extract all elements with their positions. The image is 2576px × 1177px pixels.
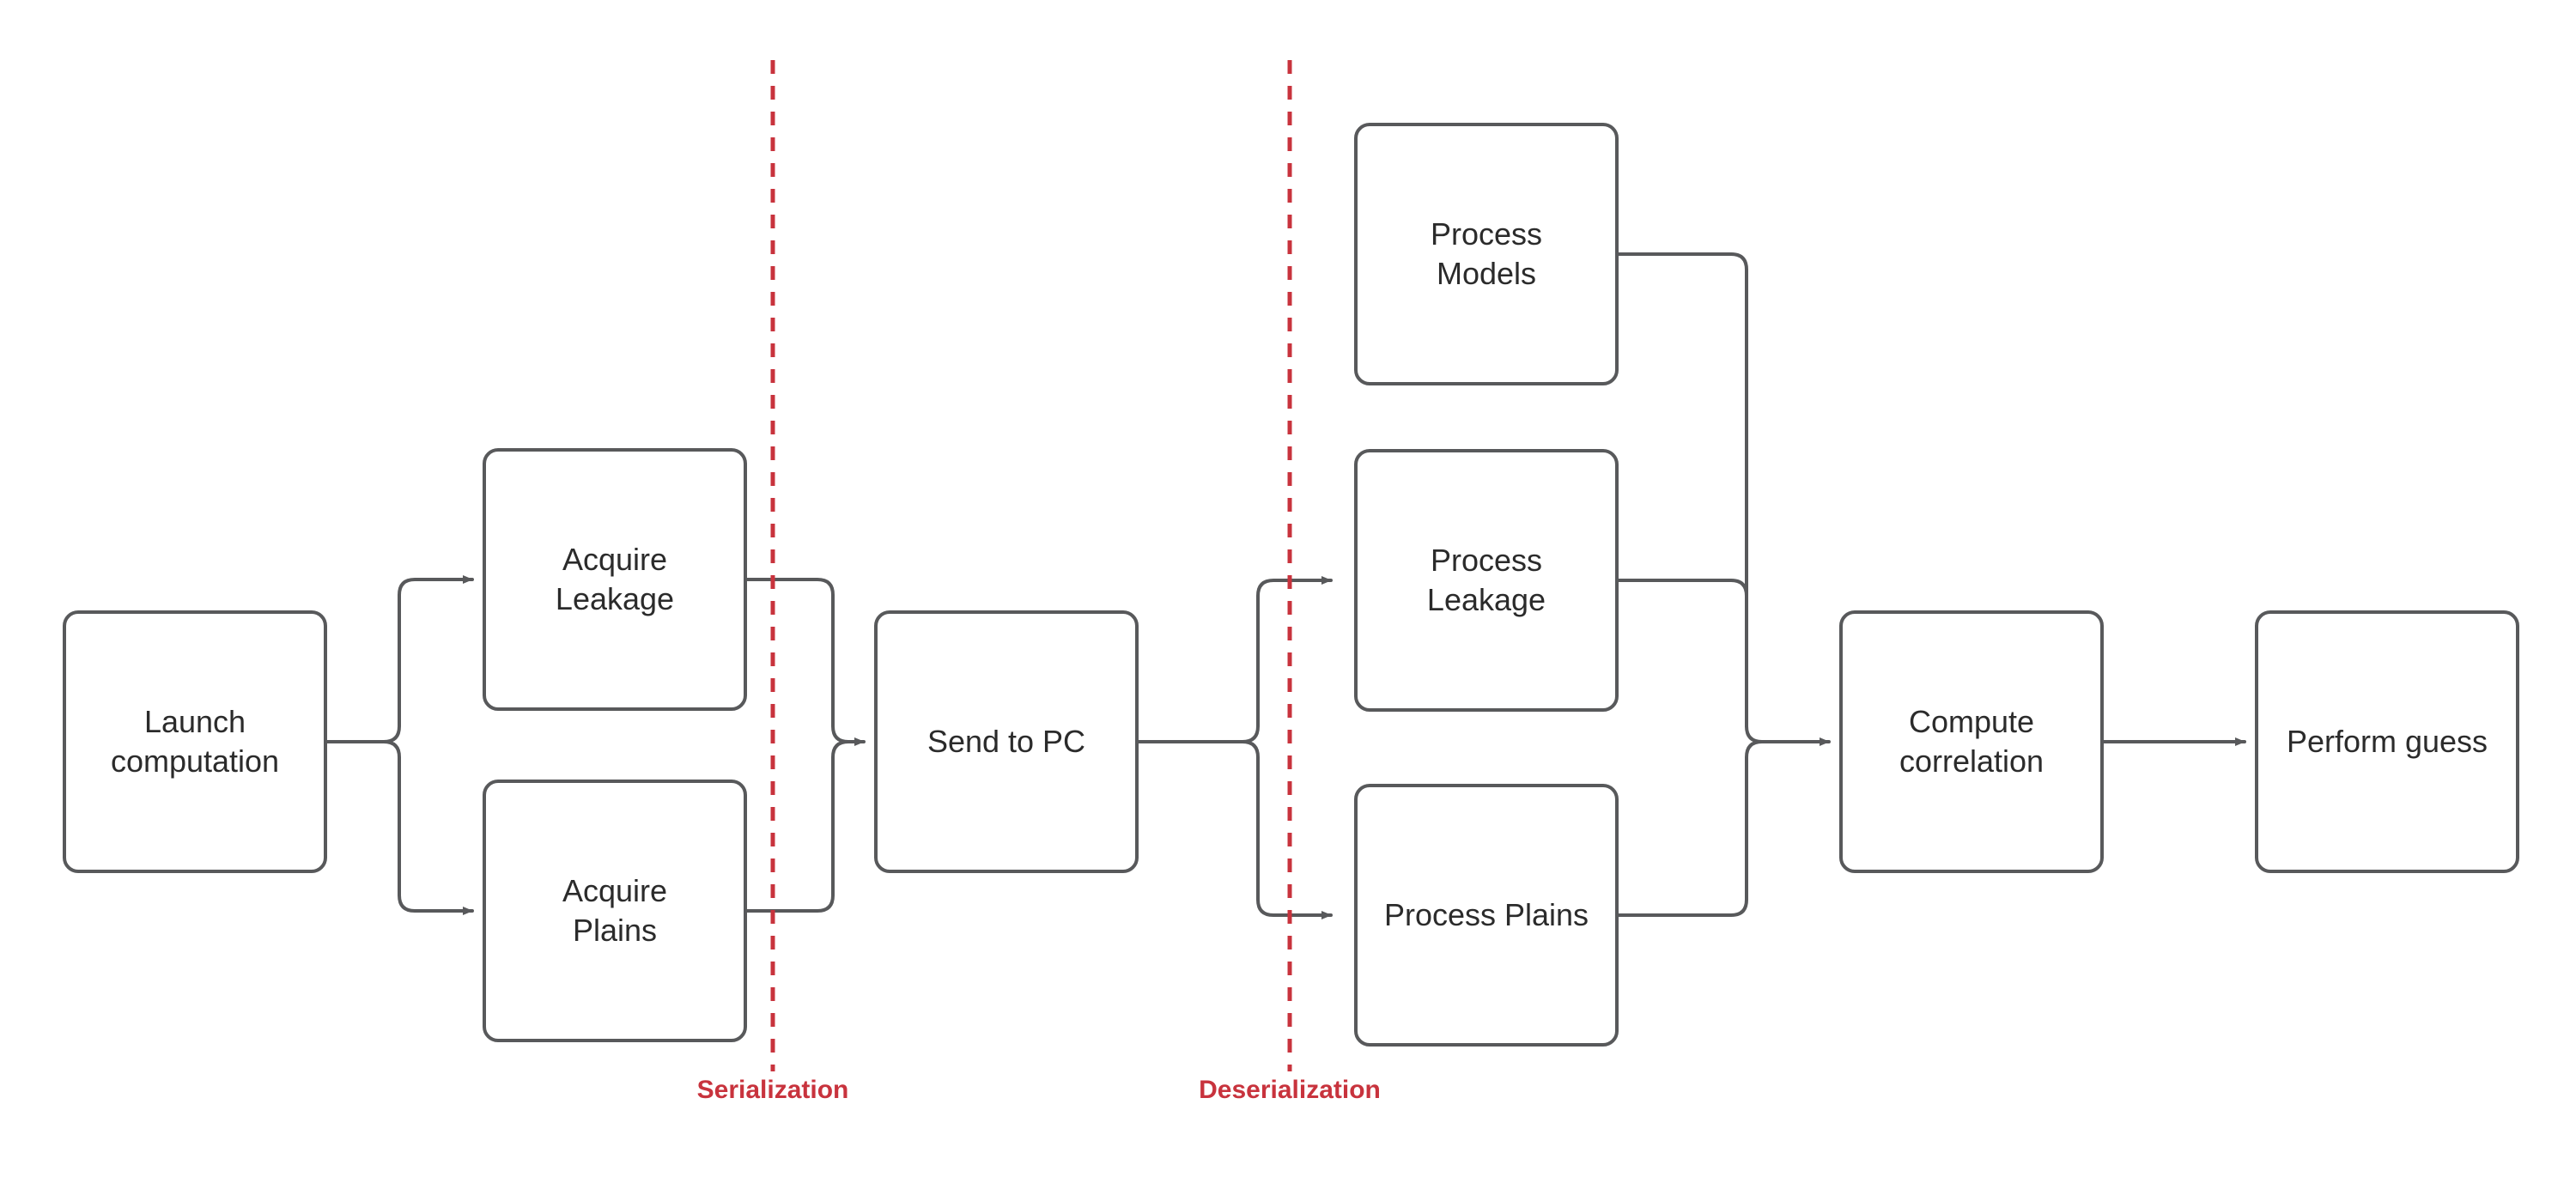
node-process-plains[interactable]: Process Plains [1354,784,1619,1047]
edge-send-to-process-leakage [1241,576,1333,743]
edge-acquire-leakage-to-send [745,578,866,746]
node-launch-computation[interactable]: Launch computation [63,610,327,873]
node-label-acquire-plains: Acquire Plains [562,872,668,948]
node-send-to-pc[interactable]: Send to PC [874,610,1139,873]
edge-process-models-to-compute [1617,252,1831,746]
edge-send-to-process-plains [1241,740,1333,919]
node-label-compute-correlation: Compute correlation [1899,703,2044,779]
edge-acquire-plains-to-send [745,740,850,913]
node-perform-guess[interactable]: Perform guess [2255,610,2519,873]
node-compute-correlation[interactable]: Compute correlation [1839,610,2104,873]
node-label-process-plains: Process Plains [1383,896,1589,932]
node-process-models[interactable]: Process Models [1354,123,1619,385]
node-acquire-leakage[interactable]: Acquire Leakage [483,448,747,711]
deserialization-divider-label: Deserialization [1199,1076,1381,1104]
node-label-acquire-leakage: Acquire Leakage [555,541,675,616]
node-label-launch-computation: Launch computation [110,703,280,779]
edge-process-plains-to-compute [1617,740,1764,917]
edge-process-leakage-to-compute [1617,579,1748,728]
serialization-divider-label: Serialization [696,1076,849,1104]
node-process-leakage[interactable]: Process Leakage [1354,449,1619,712]
node-acquire-plains[interactable]: Acquire Plains [483,780,747,1042]
node-label-perform-guess: Perform guess [2286,723,2488,759]
node-label-process-models: Process Models [1430,215,1543,291]
node-label-send-to-pc: Send to PC [927,723,1086,759]
edge-launch-to-acquire-plains [382,740,474,915]
edge-launch-to-acquire-leakage [382,575,474,743]
node-label-process-leakage: Process Leakage [1426,542,1546,617]
